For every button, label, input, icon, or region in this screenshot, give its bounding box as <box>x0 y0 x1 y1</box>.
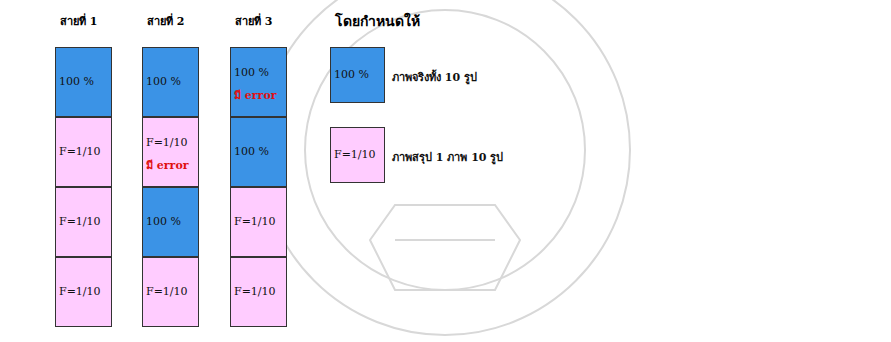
cell-box: F=1/10 <box>55 117 112 187</box>
legend-swatch-box: F=1/10ภาพสรุป 1 ภาพ 10 รูป <box>330 127 385 183</box>
legend-title: โดยกำหนดให้ <box>335 10 420 32</box>
cell-value: F=1/10 <box>59 145 101 158</box>
cell-value: F=1/10 <box>146 285 188 298</box>
cell-box: 100 % มี error <box>230 47 287 117</box>
cell-value: F=1/10 <box>146 136 188 149</box>
legend-swatch-box: 100 %ภาพจริงทั้ง 10 รูป <box>330 47 385 103</box>
cell-value: F=1/10 <box>334 148 376 161</box>
column-header: สายที่ 2 <box>147 12 184 30</box>
column-header: สายที่ 1 <box>60 12 97 30</box>
cell-value: F=1/10 <box>59 215 101 228</box>
cell-box: 100 % <box>230 117 287 187</box>
cell-value: 100 % <box>146 215 181 228</box>
cell-value: F=1/10 <box>59 285 101 298</box>
cell-value: F=1/10 <box>234 285 276 298</box>
legend-description: ภาพจริงทั้ง 10 รูป <box>392 68 477 86</box>
cell-box: F=1/10 มี error <box>142 117 199 187</box>
cell-box: F=1/10 <box>230 257 287 327</box>
cell-value: 100 % <box>234 145 269 158</box>
cell-box: F=1/10 <box>142 257 199 327</box>
cell-box: 100 % <box>55 47 112 117</box>
legend-description: ภาพสรุป 1 ภาพ 10 รูป <box>392 148 503 166</box>
cell-box: F=1/10 <box>55 187 112 257</box>
cell-value: 100 % <box>59 75 94 88</box>
cell-box: F=1/10 <box>55 257 112 327</box>
column-header: สายที่ 3 <box>235 12 272 30</box>
cell-box: F=1/10 <box>230 187 287 257</box>
cell-box: 100 % <box>142 47 199 117</box>
cell-value: 100 % <box>334 68 369 81</box>
cell-value: 100 % <box>234 66 269 79</box>
cell-value: F=1/10 <box>234 215 276 228</box>
cell-value: 100 % <box>146 75 181 88</box>
error-note: มี error <box>234 86 277 104</box>
error-note: มี error <box>146 156 189 174</box>
cell-box: 100 % <box>142 187 199 257</box>
